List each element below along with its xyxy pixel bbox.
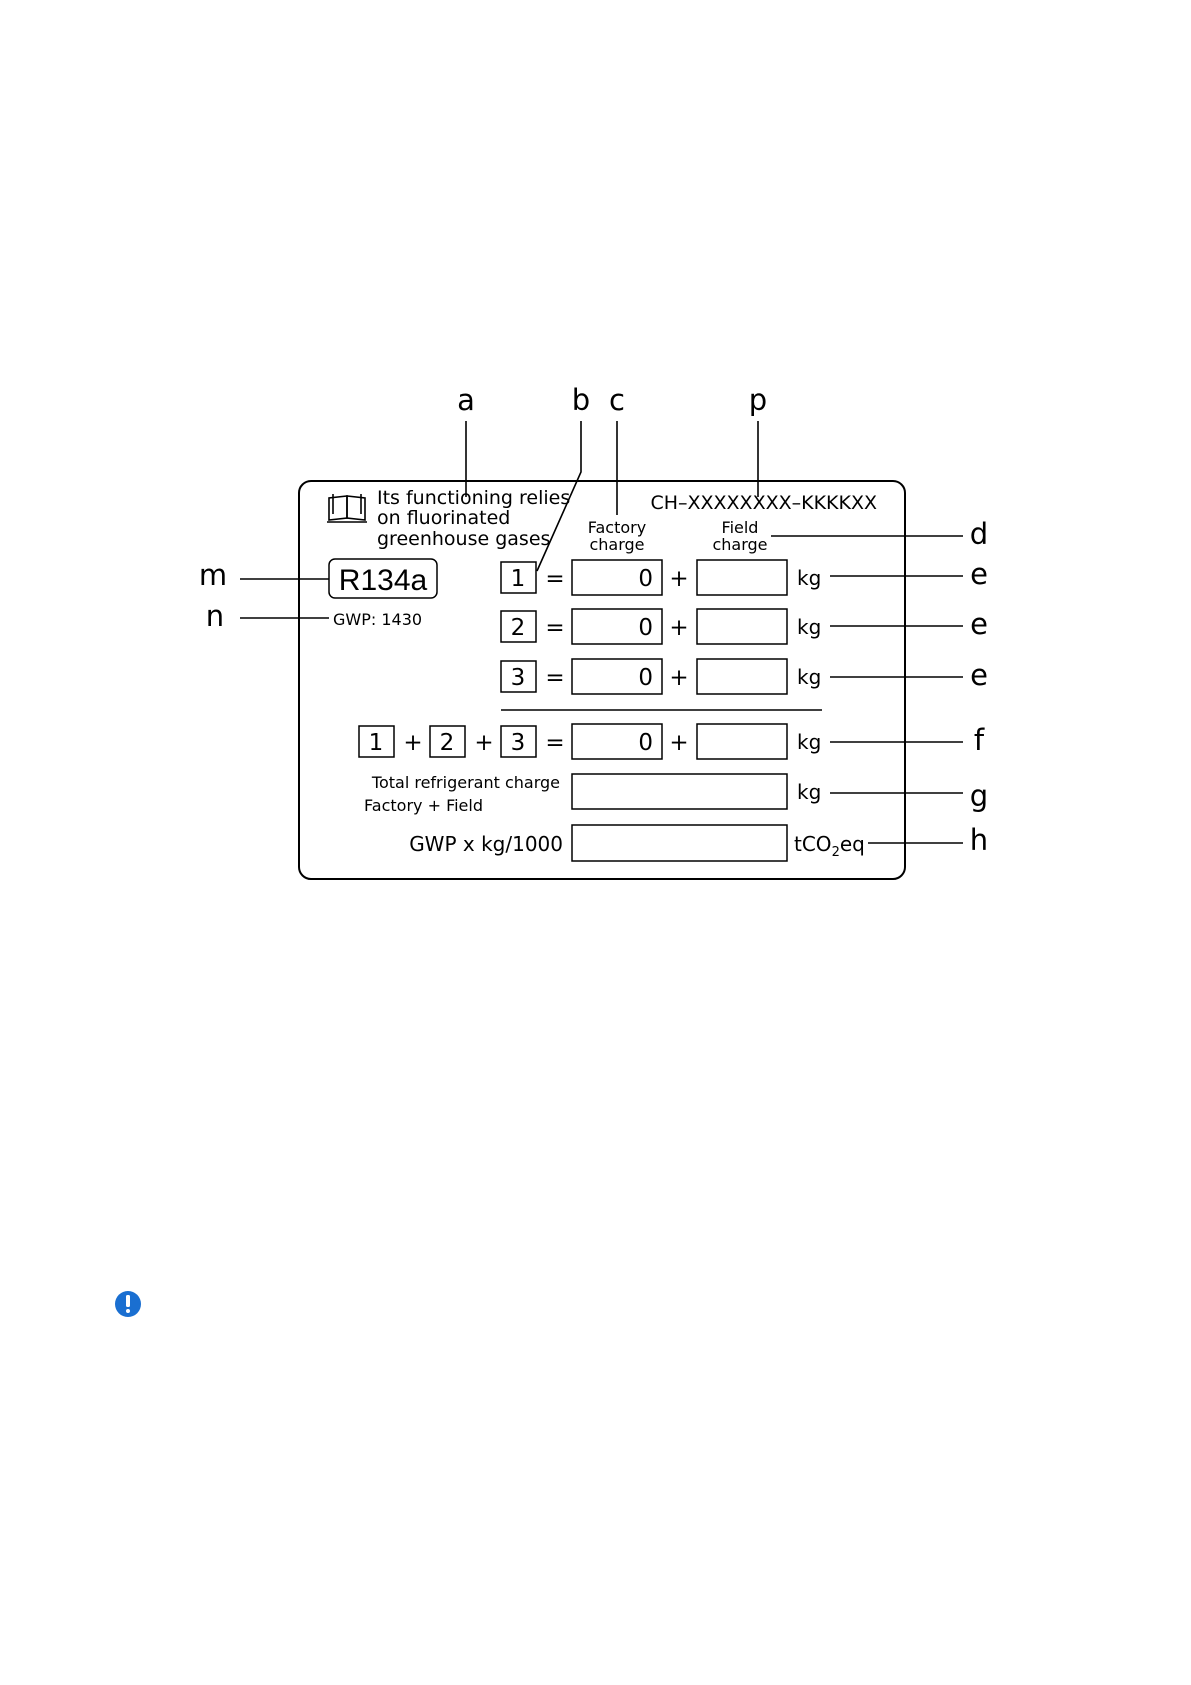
total-charge-label-2: Factory + Field	[364, 796, 483, 815]
callout-m: m	[199, 558, 227, 592]
callout-e-row1: e	[970, 557, 988, 591]
unit-kg: kg	[797, 730, 821, 754]
factory-charge-value: 0	[638, 665, 653, 691]
plus-sign: +	[669, 665, 688, 691]
sum-field-field[interactable]	[697, 724, 787, 759]
field-charge-field[interactable]	[697, 609, 787, 644]
callout-d: d	[970, 517, 988, 551]
equals-sign: =	[545, 665, 564, 691]
manual-book-icon	[327, 494, 367, 522]
circuit-number: 1	[511, 566, 526, 592]
callout-p: p	[749, 383, 767, 417]
total-charge-label-1: Total refrigerant charge	[371, 773, 560, 792]
field-charge-field[interactable]	[697, 659, 787, 694]
callout-c: c	[609, 383, 625, 417]
total-charge-field[interactable]	[572, 774, 787, 809]
refrigerant-type: R134a	[339, 564, 428, 597]
notice-line-1: Its functioning relies	[377, 487, 570, 509]
callout-e-row3: e	[970, 658, 988, 692]
notice-line-3: greenhouse gases	[377, 528, 550, 550]
circuit-row-3: 3 = 0 + kg	[501, 659, 821, 694]
callout-b: b	[572, 383, 590, 417]
circuit-number: 3	[511, 665, 526, 691]
sum-term-2: 2	[440, 730, 455, 756]
warning-icon-bar	[126, 1295, 130, 1307]
sum-factory-value: 0	[638, 730, 653, 756]
equals-sign: =	[545, 730, 564, 756]
unit-tco2eq-post: eq	[840, 832, 865, 856]
factory-charge-value: 0	[638, 615, 653, 641]
unit-kg: kg	[797, 780, 821, 804]
equals-sign: =	[545, 566, 564, 592]
callout-e-row2: e	[970, 607, 988, 641]
factory-charge-value: 0	[638, 566, 653, 592]
callout-h: h	[970, 823, 988, 857]
unit-kg: kg	[797, 566, 821, 590]
plus-sign: +	[474, 730, 493, 756]
warning-icon-dot	[126, 1309, 130, 1313]
co2-equivalent-field[interactable]	[572, 825, 787, 861]
gwp-formula-label: GWP x kg/1000	[409, 832, 563, 856]
product-code: CH–XXXXXXXX–KKKKXX	[650, 492, 877, 514]
warning-icon	[115, 1291, 141, 1317]
callout-n: n	[206, 599, 224, 633]
unit-tco2eq-pre: tCO	[794, 832, 832, 856]
plus-sign: +	[669, 566, 688, 592]
plus-sign: +	[669, 730, 688, 756]
circuit-row-1: 1 = 0 + kg	[501, 560, 821, 595]
callout-f: f	[974, 723, 985, 757]
field-charge-header-2: charge	[712, 535, 767, 554]
equals-sign: =	[545, 615, 564, 641]
unit-kg: kg	[797, 665, 821, 689]
gwp-value: GWP: 1430	[333, 610, 422, 629]
notice-line-2: on fluorinated	[377, 507, 510, 529]
sum-term-1: 1	[369, 730, 384, 756]
field-charge-field[interactable]	[697, 560, 787, 595]
circuit-number: 2	[511, 615, 526, 641]
sum-row: 1 + 2 + 3 = 0 + kg	[359, 724, 821, 759]
unit-tco2eq: tCO2eq	[794, 832, 865, 860]
sum-term-3: 3	[511, 730, 526, 756]
circuit-row-2: 2 = 0 + kg	[501, 609, 821, 644]
unit-kg: kg	[797, 615, 821, 639]
unit-tco2eq-sub: 2	[832, 845, 840, 860]
plus-sign: +	[403, 730, 422, 756]
callout-g: g	[970, 779, 988, 813]
factory-charge-header-2: charge	[589, 535, 644, 554]
plus-sign: +	[669, 615, 688, 641]
callout-a: a	[457, 383, 475, 417]
